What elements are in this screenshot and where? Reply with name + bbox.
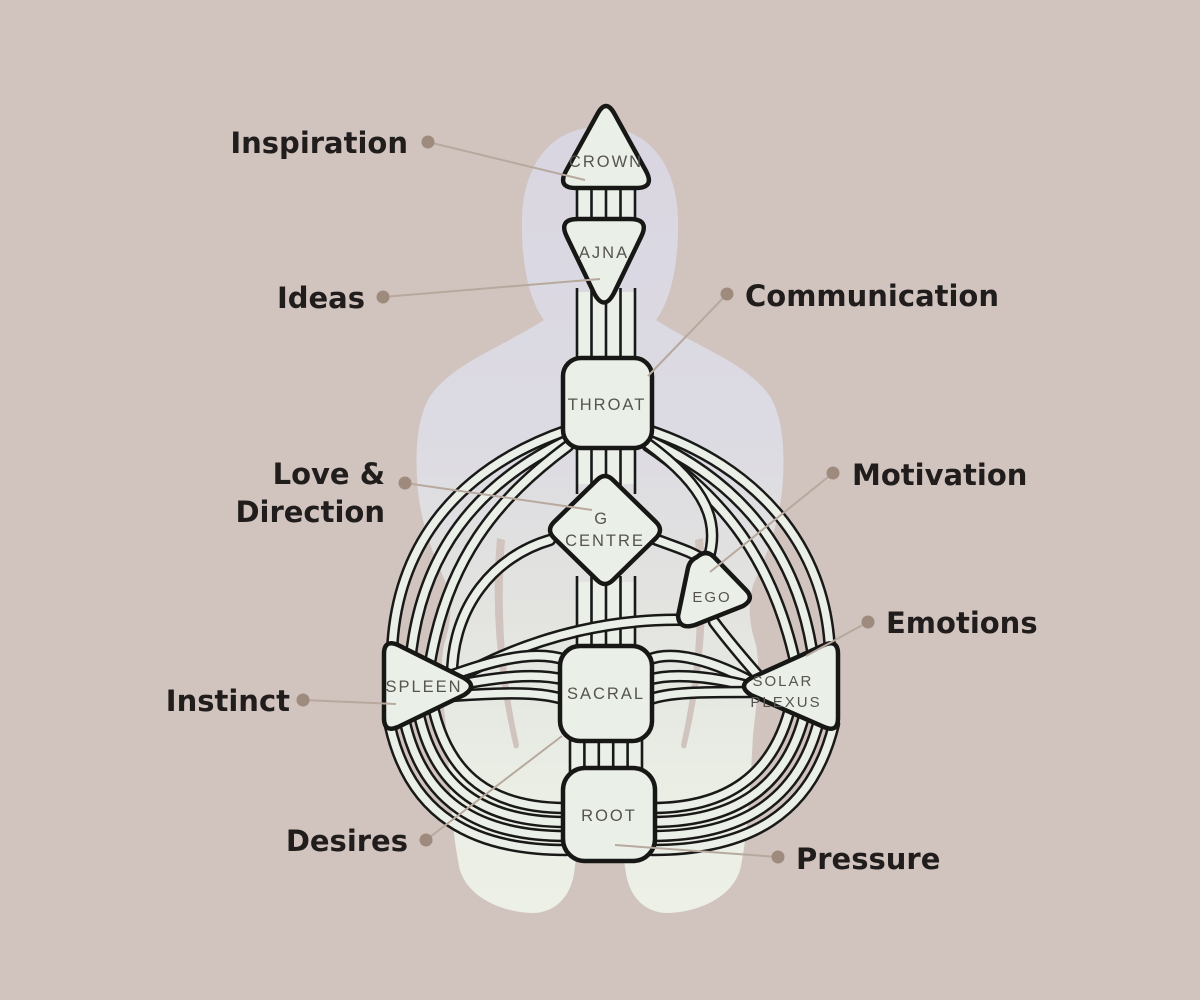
pressure-label: Pressure: [796, 842, 940, 876]
center-throat: THROAT: [560, 355, 655, 451]
ajna-shape: [562, 216, 646, 305]
communication-label: Communication: [745, 279, 999, 313]
channel-band: [424, 442, 572, 680]
annotation-pressure: Pressure: [614, 842, 940, 876]
desires-label: Desires: [286, 824, 408, 858]
ideas-label: Ideas: [277, 281, 365, 315]
annotation-instinct: Instinct: [166, 684, 397, 718]
inspiration-dot: [421, 135, 435, 149]
annotation-motivation: Motivation: [709, 458, 1027, 573]
channel-band: [414, 706, 570, 826]
center-root: ROOT: [560, 765, 658, 864]
emotions-label: Emotions: [886, 606, 1038, 640]
channel-band: [644, 672, 756, 691]
channel-band: [644, 440, 716, 564]
spleen-shape: [381, 641, 474, 731]
pressure-dot: [771, 850, 785, 864]
communication-dot: [720, 287, 734, 301]
channel-band: [644, 426, 834, 656]
channel-band: [648, 696, 796, 812]
channel-band: [644, 436, 818, 668]
annotation-communication: Communication: [647, 279, 999, 377]
annotation-love-direction: Love & Direction: [235, 457, 593, 529]
love-direction-label-line1: Love &: [273, 457, 385, 491]
channel-band: [428, 698, 570, 812]
inspiration-label: Inspiration: [230, 126, 408, 160]
love-direction-dot: [398, 476, 412, 490]
centers-layer: CROWN AJNA THROAT G CENTRE EGO SPLEEN: [381, 103, 841, 864]
channel-band: [648, 720, 838, 854]
spleen-label: SPLEEN: [385, 678, 462, 696]
channel-ajna-throat: [575, 288, 637, 366]
ideas-dot: [376, 290, 390, 304]
annotation-desires: Desires: [286, 735, 563, 858]
crown-label: CROWN: [569, 153, 643, 171]
sacral-shape: [557, 643, 655, 744]
throat-shape: [560, 355, 655, 451]
channel-band: [448, 536, 554, 680]
center-sacral: SACRAL: [557, 643, 655, 744]
annotation-ideas: Ideas: [277, 278, 601, 315]
center-solar-plexus: SOLAR PLEXUS: [741, 641, 841, 731]
throat-label: THROAT: [568, 396, 647, 414]
ego-shape: [675, 550, 753, 629]
channel-band: [388, 426, 572, 656]
root-shape: [560, 765, 658, 864]
crown-shape: [560, 103, 652, 191]
annotation-emotions: Emotions: [805, 606, 1038, 657]
channel-band: [446, 651, 570, 680]
motivation-dot: [826, 466, 840, 480]
sacral-label: SACRAL: [567, 685, 645, 703]
center-spleen: SPLEEN: [381, 641, 474, 731]
center-crown: CROWN: [560, 103, 652, 191]
channel-band: [406, 436, 572, 668]
center-g-centre: G CENTRE: [547, 473, 663, 587]
channel-band: [648, 712, 824, 840]
annotation-inspiration: Inspiration: [230, 126, 586, 181]
solar-plexus-shape: [741, 641, 841, 731]
love-direction-label-line2: Direction: [235, 495, 385, 529]
channel-band: [644, 652, 756, 686]
center-ego: EGO: [675, 550, 753, 629]
motivation-label: Motivation: [852, 458, 1027, 492]
channel-gcentre-sacral: [575, 576, 637, 652]
emotions-dot: [861, 615, 875, 629]
channel-band: [400, 714, 570, 840]
instinct-label: Instinct: [166, 684, 290, 718]
ego-label: EGO: [692, 589, 731, 606]
channel-band: [648, 704, 810, 826]
curved-channels: [383, 423, 841, 857]
desires-dot: [419, 833, 433, 847]
annotations-layer: Inspiration Ideas Communication Love & D…: [166, 126, 1038, 876]
center-ajna: AJNA: [562, 216, 646, 305]
solar-plexus-label: SOLAR PLEXUS: [750, 673, 821, 711]
left-arm-gap: [494, 538, 519, 749]
g-centre-label: G CENTRE: [565, 510, 645, 550]
root-label: ROOT: [581, 807, 637, 825]
instinct-dot: [296, 693, 310, 707]
channel-band: [644, 688, 756, 704]
g-centre-shape: [547, 473, 663, 587]
ajna-label: AJNA: [579, 244, 629, 262]
